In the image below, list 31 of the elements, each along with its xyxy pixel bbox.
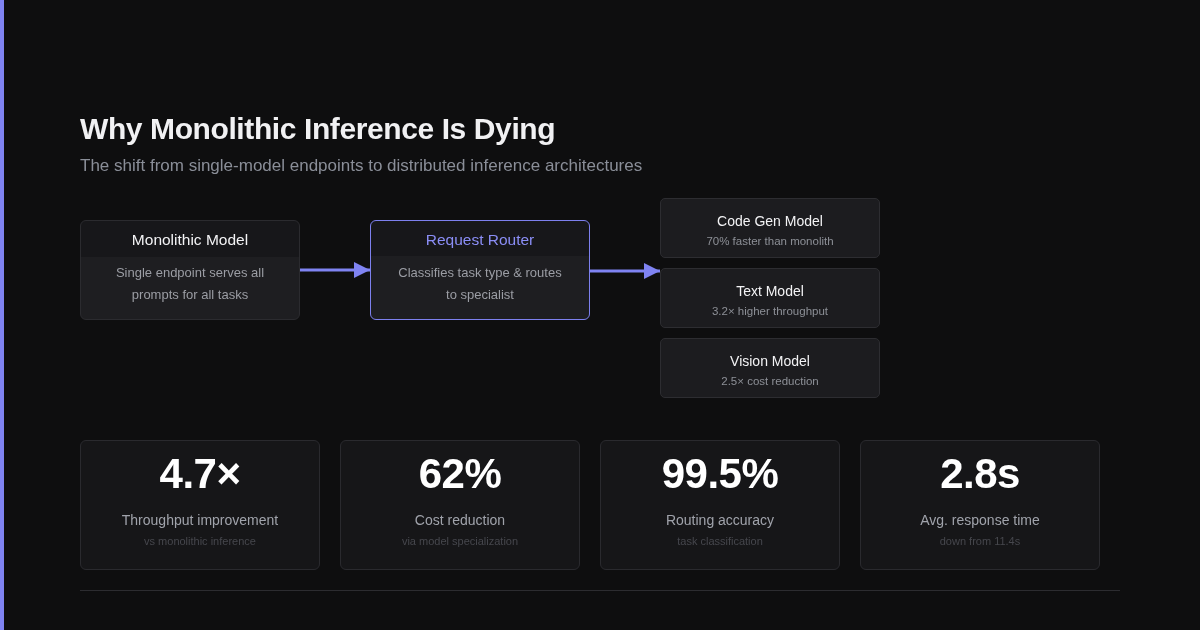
stat-label: Cost reduction bbox=[414, 512, 506, 529]
model-note: 3.2× higher throughput bbox=[711, 304, 829, 318]
model-name: Text Model bbox=[736, 283, 804, 300]
model-box bbox=[660, 268, 880, 328]
stat-value: 2.8s bbox=[940, 451, 1020, 497]
stat-value: 62% bbox=[418, 451, 502, 497]
node-description: Classifies task type & routes to specialist bbox=[397, 263, 563, 304]
stat-label: Avg. response time bbox=[920, 512, 1040, 529]
title: Why Monolithic Inference Is Dying bbox=[80, 111, 556, 147]
node-heading: Monolithic Model bbox=[131, 231, 249, 249]
stat-card bbox=[860, 440, 1100, 570]
arrow bbox=[590, 263, 660, 279]
model-name: Code Gen Model bbox=[717, 213, 823, 230]
model-box bbox=[660, 198, 880, 258]
model-note: 70% faster than monolith bbox=[706, 234, 834, 248]
subtitle: The shift from single-model endpoints to distributed inference architectures bbox=[80, 155, 643, 177]
stat-value: 4.7× bbox=[159, 451, 241, 497]
router-box bbox=[370, 220, 590, 320]
stat-card bbox=[600, 440, 840, 570]
process-box bbox=[80, 220, 300, 320]
stat-label: Routing accuracy bbox=[665, 512, 775, 529]
stat-value: 99.5% bbox=[661, 451, 779, 497]
model-box bbox=[660, 338, 880, 398]
model-name: Vision Model bbox=[730, 353, 810, 370]
node-heading: Request Router bbox=[425, 230, 535, 249]
model-note: 2.5× cost reduction bbox=[721, 374, 819, 388]
stat-label: Throughput improvement bbox=[121, 512, 279, 529]
stat-card bbox=[340, 440, 580, 570]
stat-card bbox=[80, 440, 320, 570]
node-description: Single endpoint serves all prompts for all tasks bbox=[114, 264, 266, 304]
arrow bbox=[300, 262, 370, 278]
